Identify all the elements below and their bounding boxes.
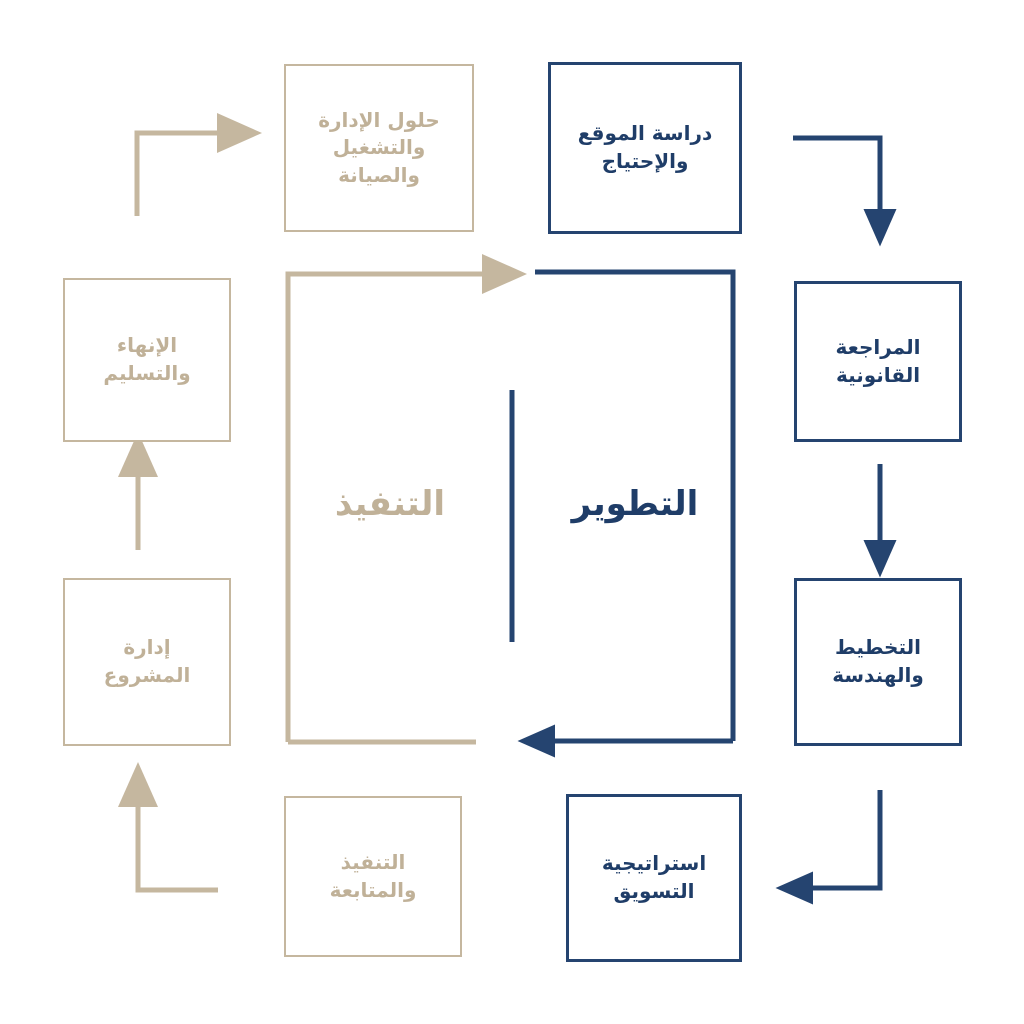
top-left-elbow-arrow (134, 113, 262, 216)
node-legal-review[interactable]: المراجعة القانونية (794, 281, 962, 442)
node-label: دراسة الموقع والإحتياج (577, 121, 713, 173)
node-label: التخطيط والهندسة (832, 635, 924, 687)
node-project-management[interactable]: إدارة المشروع (63, 578, 231, 746)
planning-to-marketing-elbow-arrow (775, 790, 883, 905)
phase-label: التطوير (571, 484, 699, 524)
phase-development: التطوير (545, 478, 725, 530)
node-planning-and-engineering[interactable]: التخطيط والهندسة (794, 578, 962, 746)
node-label: إدارة المشروع (103, 635, 191, 687)
node-completion-and-handover[interactable]: الإنهاء والتسليم (63, 278, 231, 442)
node-label: التنفيذ والمتابعة (329, 849, 417, 902)
node-execution-and-follow-up[interactable]: التنفيذ والمتابعة (284, 796, 462, 957)
bottom-left-elbow-arrow (118, 762, 218, 893)
node-site-study-and-need[interactable]: دراسة الموقع والإحتياج (548, 62, 742, 234)
phase-execution: التنفيذ (300, 478, 480, 530)
node-management-operation-maintenance[interactable]: حلول الإدارة والتشغيل والصيانة (284, 64, 474, 232)
top-right-elbow-arrow (793, 135, 897, 247)
node-label: المراجعة القانونية (835, 334, 921, 387)
phase-label: التنفيذ (334, 484, 446, 524)
node-label: حلول الإدارة والتشغيل والصيانة (318, 107, 440, 187)
node-label: استراتيجية التسويق (601, 851, 707, 903)
node-marketing-strategy[interactable]: استراتيجية التسويق (566, 794, 742, 962)
node-label: الإنهاء والتسليم (103, 333, 191, 385)
